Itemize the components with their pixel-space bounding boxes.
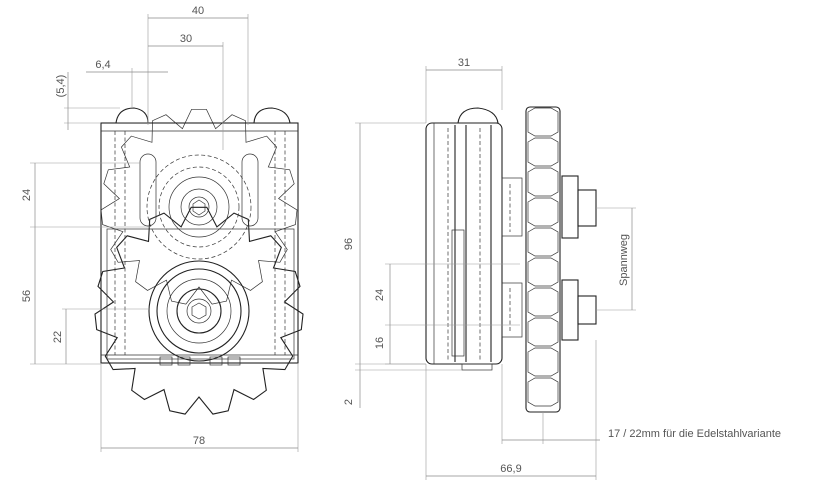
dim-56: 56 xyxy=(21,290,33,302)
dim-spannweg: Spannweg xyxy=(618,234,630,286)
lower-sprocket-outline xyxy=(94,206,304,415)
note-edelstahl: 17 / 22mm für die Edelstahlvariante xyxy=(608,428,781,440)
dim-66-9: 66,9 xyxy=(500,463,521,475)
dim-16: 16 xyxy=(374,337,386,349)
dim-96: 96 xyxy=(343,238,355,250)
dim-24-right: 24 xyxy=(374,289,386,301)
dim-40: 40 xyxy=(192,5,204,17)
side-top-cap xyxy=(457,107,499,124)
housing-lower-plate xyxy=(106,228,295,360)
upper-sprocket-outline xyxy=(100,108,298,305)
dim-30: 30 xyxy=(180,33,192,45)
side-sprocket-column xyxy=(525,106,561,413)
dim-24-left: 24 xyxy=(21,189,33,201)
right-top-cap xyxy=(253,107,291,124)
front-view-dimensions: 40 30 6,4 (5,4) 24 56 22 78 xyxy=(21,5,299,452)
front-view xyxy=(94,107,304,415)
left-top-cap xyxy=(115,107,149,124)
upper-hub-outer xyxy=(146,154,252,260)
dim-31: 31 xyxy=(458,57,470,69)
dim-78: 78 xyxy=(193,435,205,447)
dim-22: 22 xyxy=(52,331,64,343)
lower-hub-outer xyxy=(148,260,250,362)
side-view-dimensions: 31 96 24 16 2 Spannweg 17 / 22mm für die… xyxy=(343,57,781,480)
side-view xyxy=(425,106,597,413)
side-sprocket-teeth xyxy=(527,107,559,407)
dim-6-4: 6,4 xyxy=(95,59,110,71)
dim-5-4: (5,4) xyxy=(55,75,67,98)
dim-2: 2 xyxy=(343,399,355,405)
housing-outline xyxy=(100,122,299,364)
